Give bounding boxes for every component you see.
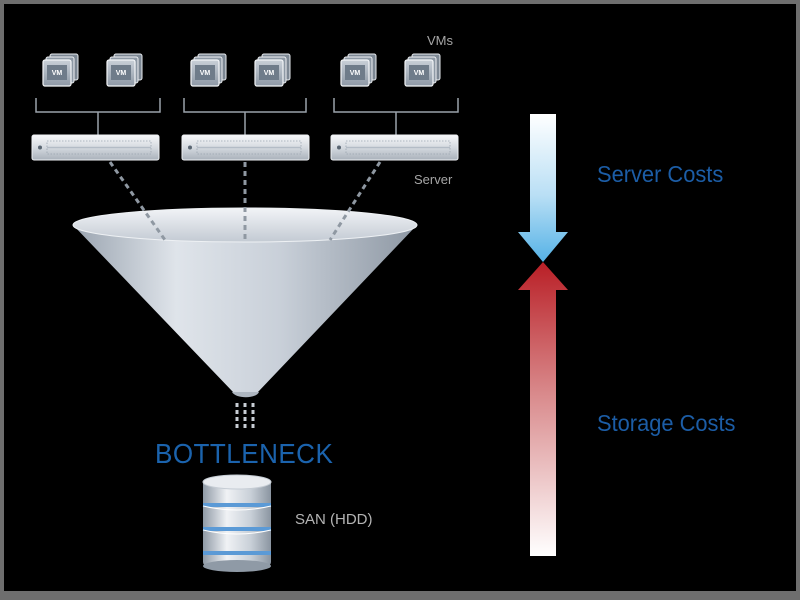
vm-connectors [35, 98, 459, 136]
vm-group-3: VM VM [340, 53, 441, 87]
svg-text:VM: VM [414, 70, 425, 77]
server-unit-3 [330, 134, 459, 161]
server-to-funnel-lines [108, 161, 382, 241]
server-costs-label: Server Costs [597, 161, 724, 187]
vm-icon: VM [340, 53, 377, 87]
vm-group-2: VM VM [190, 53, 291, 87]
diagram-background [4, 4, 796, 591]
svg-text:VM: VM [264, 70, 275, 77]
server-label: Server [414, 172, 453, 187]
vm-icon: VM [106, 53, 143, 87]
vm-icon: VM [404, 53, 441, 87]
vms-label: VMs [427, 33, 453, 48]
vm-icon: VM [42, 53, 79, 87]
san-label: SAN (HDD) [295, 511, 373, 528]
storage-costs-label: Storage Costs [597, 410, 736, 436]
svg-text:VM: VM [350, 70, 361, 77]
server-unit-2 [181, 134, 310, 161]
vm-icon: VM [254, 53, 291, 87]
server-unit-1 [31, 134, 160, 161]
vm-icon: VM [190, 53, 227, 87]
server-costs-arrow [518, 114, 568, 262]
bottleneck-label: BOTTLENECK [155, 438, 334, 469]
storage-costs-arrow [518, 262, 568, 556]
svg-text:VM: VM [52, 70, 63, 77]
vm-group-1: VM VM [42, 53, 143, 87]
san-disk-icon [202, 474, 272, 572]
svg-text:VM: VM [116, 70, 127, 77]
svg-text:VM: VM [200, 70, 211, 77]
